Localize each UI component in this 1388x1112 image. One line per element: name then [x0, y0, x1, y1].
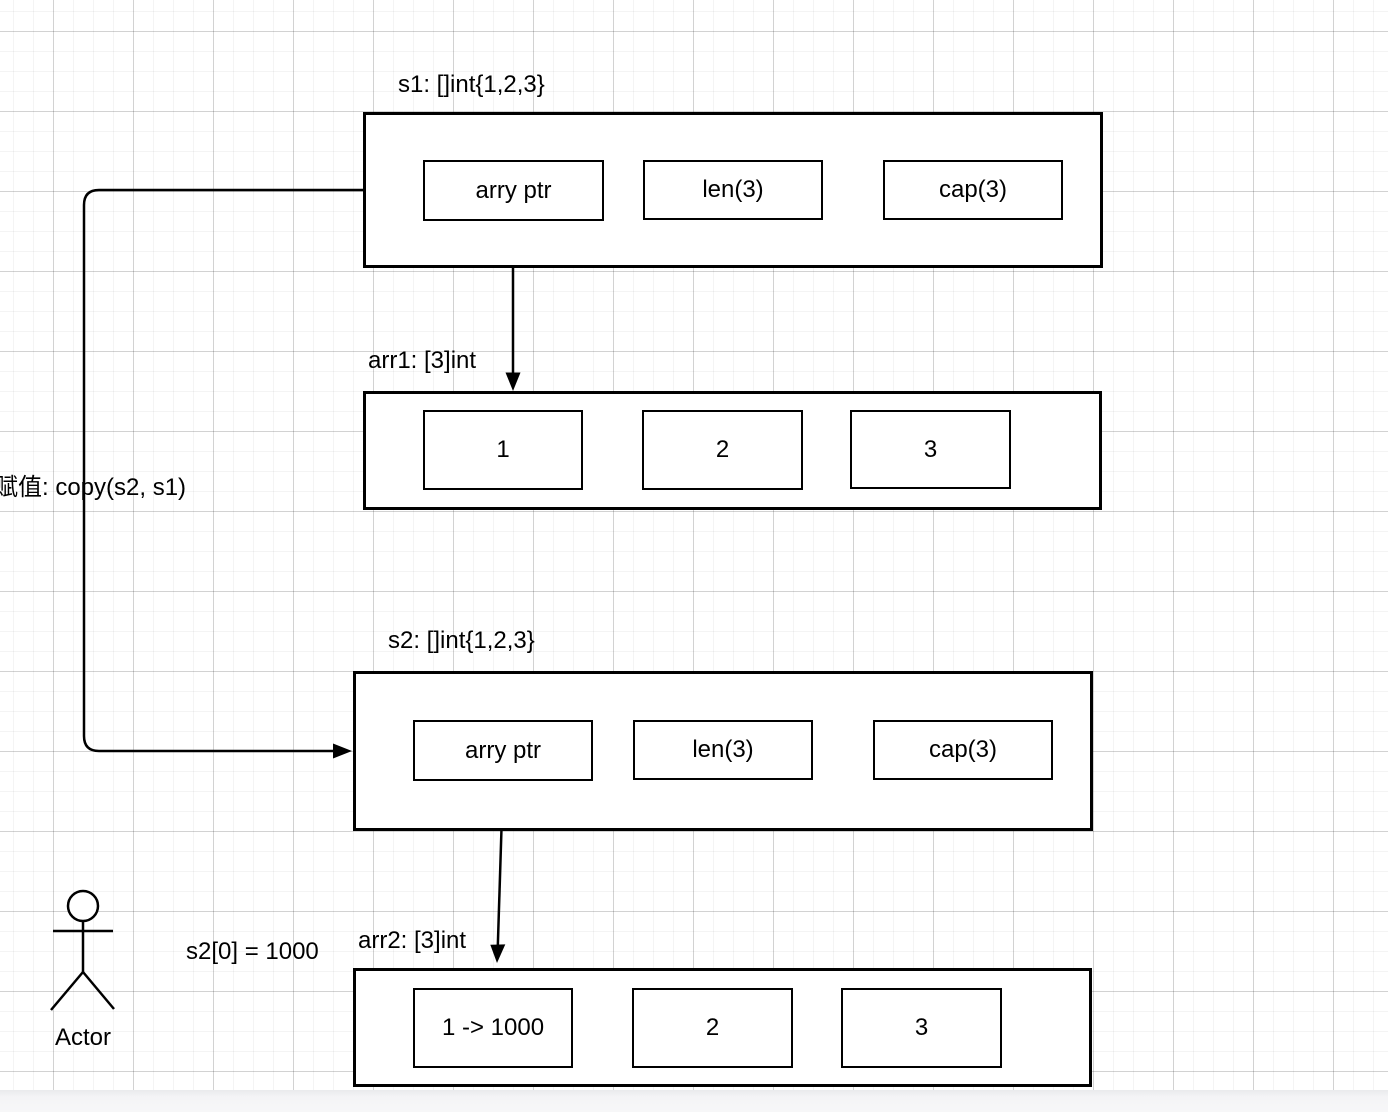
- arr2-cell-1[interactable]: 2: [632, 988, 793, 1068]
- assign-annotation-label[interactable]: s2[0] = 1000: [186, 938, 319, 965]
- copy-annotation-label[interactable]: 赋值: copy(s2, s1): [0, 474, 187, 501]
- arr1-cell-1[interactable]: 2: [642, 410, 803, 490]
- s1-field-cap[interactable]: cap(3): [883, 160, 1063, 220]
- actor-figure-icon[interactable]: [50, 889, 115, 1011]
- arr2-cell-2[interactable]: 3: [841, 988, 1002, 1068]
- s2-field-len[interactable]: len(3): [633, 720, 813, 780]
- s2-field-arry-ptr[interactable]: arry ptr: [413, 720, 593, 781]
- arr2-cell-0[interactable]: 1 -> 1000: [413, 988, 573, 1068]
- array-arr1-label[interactable]: arr1: [3]int: [368, 347, 477, 374]
- slice-s2-label[interactable]: s2: []int{1,2,3}: [388, 627, 535, 654]
- s1-field-len[interactable]: len(3): [643, 160, 823, 220]
- actor-label[interactable]: Actor: [54, 1024, 111, 1051]
- s2-field-cap[interactable]: cap(3): [873, 720, 1053, 780]
- arr1-cell-0[interactable]: 1: [423, 410, 583, 490]
- array-arr2-label[interactable]: arr2: [3]int: [358, 927, 467, 954]
- arr1-cell-2[interactable]: 3: [850, 410, 1011, 489]
- slice-s1-label[interactable]: s1: []int{1,2,3}: [398, 71, 545, 98]
- s1-field-arry-ptr[interactable]: arry ptr: [423, 160, 604, 221]
- canvas-bottom-strip: [0, 1090, 1388, 1112]
